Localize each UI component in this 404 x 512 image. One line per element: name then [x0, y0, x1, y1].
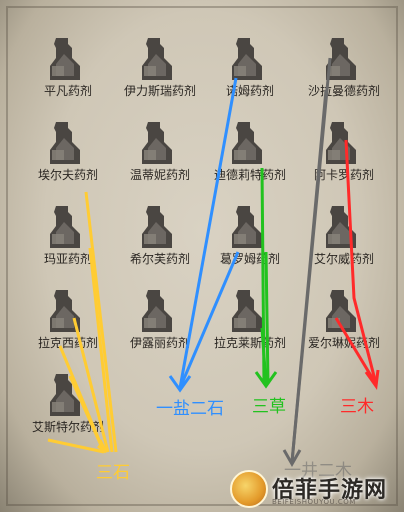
potion-item[interactable]: 埃尔夫药剂	[22, 112, 114, 196]
potion-label: 沙拉曼德药剂	[307, 84, 380, 98]
potion-label: 拉克西药剂	[37, 336, 98, 350]
potion-bottle-icon	[142, 206, 172, 248]
potion-bottle-icon	[326, 206, 356, 248]
potion-label: 艾斯特尔药剂	[31, 420, 104, 434]
potion-label: 埃尔夫药剂	[37, 168, 98, 182]
watermark: 倍菲手游网 BEIFEISHOUYOU.COM	[228, 464, 404, 512]
potion-label: 伊露丽药剂	[129, 336, 190, 350]
potion-bottle-icon	[50, 206, 80, 248]
potion-label: 拉克莱斯药剂	[213, 336, 286, 350]
potion-bottle-icon	[232, 290, 262, 332]
potion-item[interactable]: 拉克西药剂	[22, 280, 114, 364]
potion-label: 希尔芙药剂	[129, 252, 190, 266]
potion-label: 阿卡罗药剂	[313, 168, 374, 182]
potion-label: 迪德莉特药剂	[213, 168, 286, 182]
watermark-url: BEIFEISHOUYOU.COM	[272, 498, 356, 506]
potion-bottle-icon	[142, 122, 172, 164]
potion-bottle-icon	[50, 290, 80, 332]
potion-label: 艾尔威药剂	[313, 252, 374, 266]
potion-item[interactable]: 艾尔威药剂	[298, 196, 390, 280]
potion-item[interactable]: 葛罗姆药剂	[204, 196, 296, 280]
potion-item[interactable]: 玛亚药剂	[22, 196, 114, 280]
potion-label: 诺姆药剂	[225, 84, 274, 98]
potion-item[interactable]: 艾斯特尔药剂	[22, 364, 114, 448]
potion-bottle-icon	[50, 122, 80, 164]
watermark-logo-icon	[230, 470, 268, 508]
annotation-label-green: 三草	[252, 397, 286, 417]
potion-bottle-icon	[50, 38, 80, 80]
potion-label: 平凡药剂	[43, 84, 92, 98]
potion-label: 葛罗姆药剂	[219, 252, 280, 266]
potion-item[interactable]: 伊露丽药剂	[114, 280, 206, 364]
potion-item[interactable]: 沙拉曼德药剂	[298, 28, 390, 112]
potion-item[interactable]: 爱尔琳妮药剂	[298, 280, 390, 364]
potion-item[interactable]: 拉克莱斯药剂	[204, 280, 296, 364]
potion-bottle-icon	[326, 38, 356, 80]
watermark-name: 倍菲手游网	[272, 478, 388, 503]
potion-item[interactable]: 伊力斯瑞药剂	[114, 28, 206, 112]
potion-bottle-icon	[142, 38, 172, 80]
potion-label: 伊力斯瑞药剂	[123, 84, 196, 98]
annotation-label-gray: 一井二木	[284, 461, 352, 481]
potion-bottle-icon	[326, 290, 356, 332]
potion-label: 温蒂妮药剂	[129, 168, 190, 182]
annotation-label-yellow: 三石	[96, 463, 130, 483]
potion-bottle-icon	[326, 122, 356, 164]
annotation-label-red: 三木	[340, 397, 374, 417]
potion-item[interactable]: 平凡药剂	[22, 28, 114, 112]
potion-label: 玛亚药剂	[43, 252, 92, 266]
potion-bottle-icon	[232, 206, 262, 248]
potion-label: 爱尔琳妮药剂	[307, 336, 380, 350]
potion-item[interactable]: 希尔芙药剂	[114, 196, 206, 280]
potion-item[interactable]: 阿卡罗药剂	[298, 112, 390, 196]
potion-bottle-icon	[232, 122, 262, 164]
potion-item[interactable]: 诺姆药剂	[204, 28, 296, 112]
potion-bottle-icon	[232, 38, 262, 80]
potion-bottle-icon	[142, 290, 172, 332]
potion-bottle-icon	[50, 374, 80, 416]
annotation-label-blue: 一盐二石	[156, 399, 224, 419]
potion-item[interactable]: 温蒂妮药剂	[114, 112, 206, 196]
potion-item[interactable]: 迪德莉特药剂	[204, 112, 296, 196]
